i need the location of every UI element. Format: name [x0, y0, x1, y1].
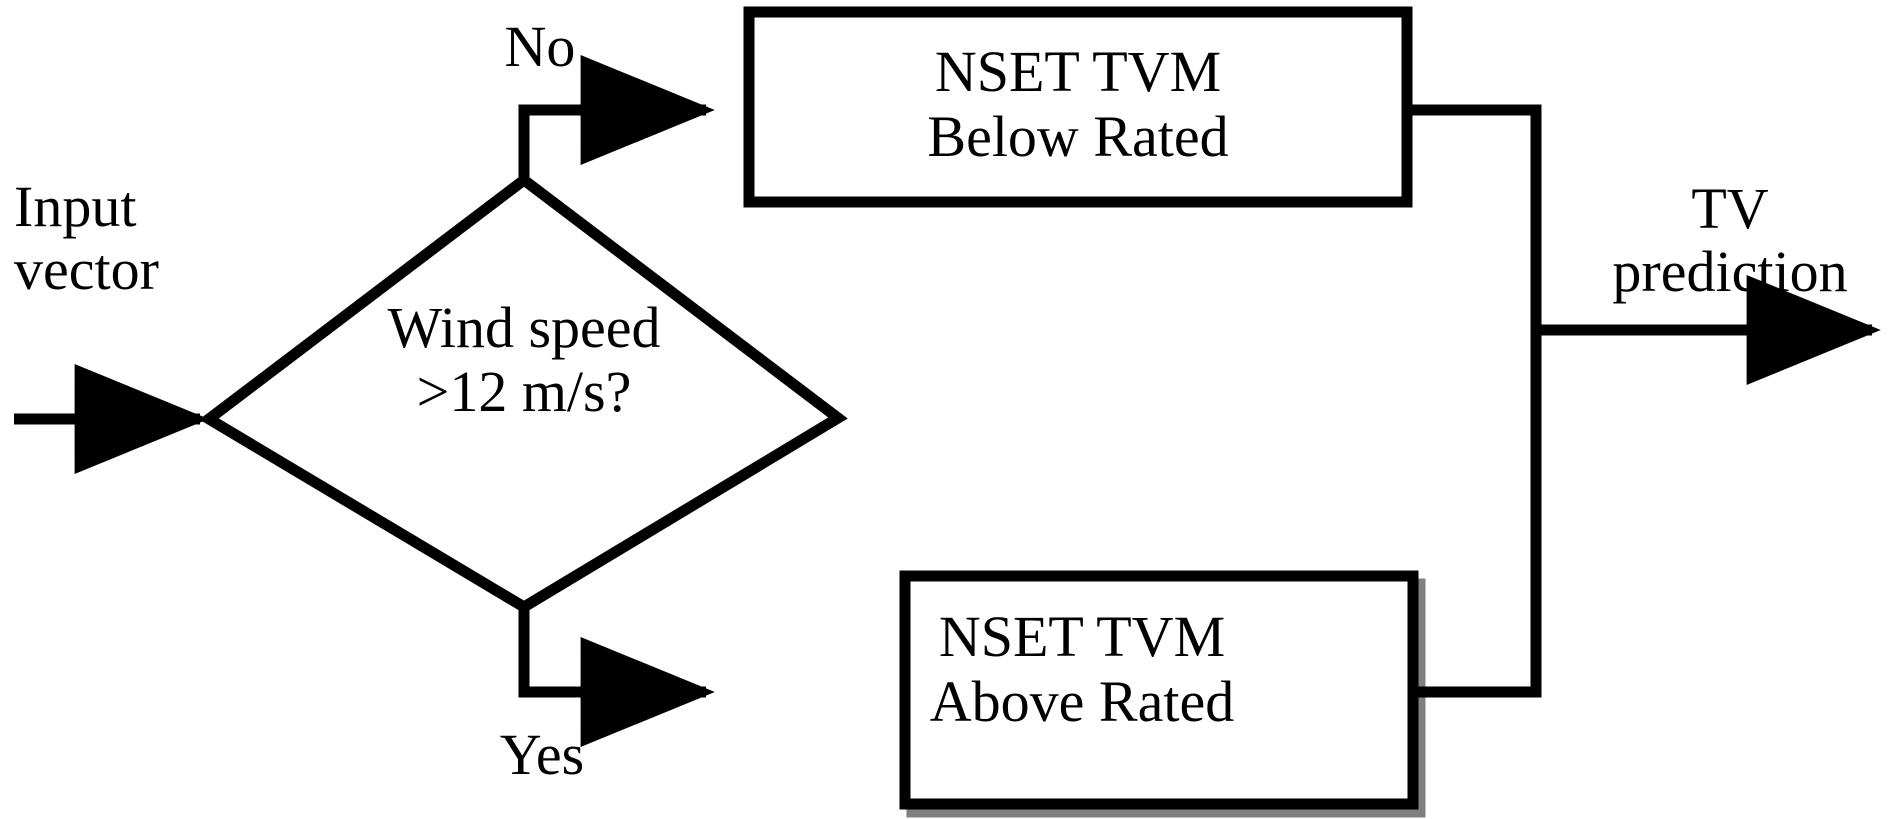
decision-label: Wind speed >12 m/s? — [387, 295, 661, 424]
yes-branch-connector — [518, 607, 715, 748]
below-rated-merge-connector — [1407, 104, 1542, 330]
below-rated-box-label: NSET TVM Below Rated — [927, 39, 1229, 169]
above-rated-box[interactable] — [899, 570, 1419, 810]
input-vector-label: Input vector — [14, 174, 159, 302]
branch-label-yes: Yes — [499, 722, 585, 787]
above-rated-box-label: NSET TVM Above Rated — [929, 604, 1235, 734]
above-rated-merge-connector — [1413, 330, 1542, 698]
branch-label-no: No — [504, 14, 576, 79]
output-label: TV prediction — [1612, 176, 1848, 304]
no-branch-connector — [518, 55, 715, 180]
